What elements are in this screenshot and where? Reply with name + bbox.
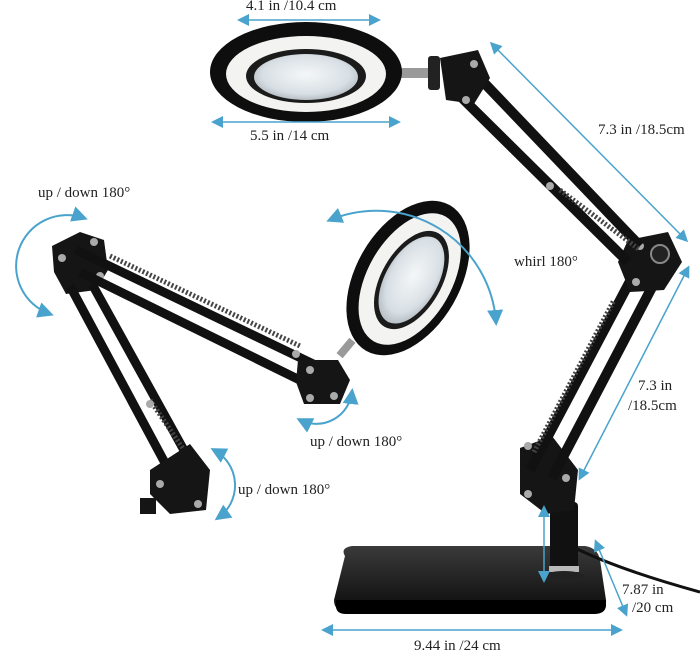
whirl-arc bbox=[326, 207, 504, 326]
head-width-label: 5.5 in /14 cm bbox=[250, 128, 330, 144]
diagonal-arm bbox=[66, 281, 200, 479]
ring-outer-label: 4.1 in /10.4 cm bbox=[246, 0, 337, 14]
base-depth-line bbox=[593, 539, 629, 617]
lamp-head bbox=[210, 22, 402, 122]
lower-arm-line bbox=[578, 265, 690, 481]
top-joint-arc bbox=[15, 206, 88, 318]
screw-icon bbox=[524, 442, 532, 450]
dimension-lines bbox=[211, 14, 690, 636]
top-joint-rotation-label: up / down 180° bbox=[38, 185, 131, 201]
upper-arm bbox=[452, 62, 644, 266]
tip-joint bbox=[296, 337, 356, 404]
horizontal-arm bbox=[74, 245, 332, 395]
lower-arm-label-in: 7.3 in bbox=[638, 378, 673, 394]
left-lamp bbox=[52, 200, 470, 514]
head-joint-rotation-label: up / down 180° bbox=[310, 434, 403, 450]
rotation-arcs bbox=[15, 206, 504, 521]
base-depth-label-cm: /20 cm bbox=[632, 600, 674, 616]
head-joint bbox=[396, 50, 490, 104]
base-width-label: 9.44 in /24 cm bbox=[414, 638, 501, 654]
head-joint-arc bbox=[296, 388, 359, 433]
base-joint-arc bbox=[210, 448, 236, 521]
base-joint-rotation-label: up / down 180° bbox=[238, 482, 331, 498]
base-post bbox=[544, 502, 584, 581]
lower-bracket bbox=[140, 444, 210, 514]
whirl-label: whirl 180° bbox=[514, 254, 578, 270]
upper-arm-line bbox=[489, 41, 689, 243]
upper-arm-label: 7.3 in /18.5cm bbox=[598, 122, 685, 138]
lower-arm-label-cm: /18.5cm bbox=[628, 398, 677, 414]
screw-icon bbox=[562, 474, 570, 482]
right-lamp bbox=[210, 22, 700, 614]
screw-icon bbox=[524, 490, 532, 498]
power-cable bbox=[574, 546, 700, 594]
base-depth-label-in: 7.87 in bbox=[622, 582, 664, 598]
